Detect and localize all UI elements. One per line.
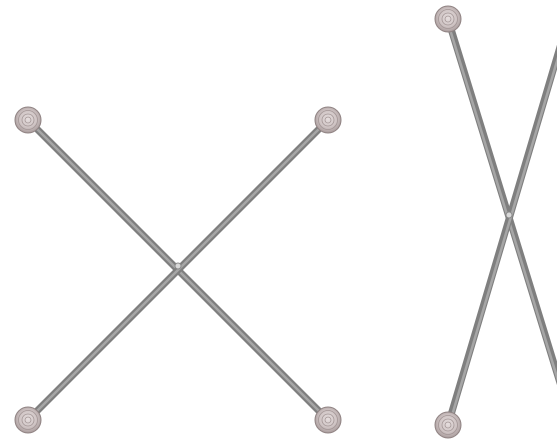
knob-right-bottom-left[interactable] xyxy=(435,412,461,438)
knob-right-top-left[interactable] xyxy=(435,6,461,32)
knob-left-bottom-right[interactable] xyxy=(315,407,341,433)
knob-left-top-left[interactable] xyxy=(15,107,41,133)
knob-left-bottom-left[interactable] xyxy=(15,407,41,433)
hinge-pin-right[interactable] xyxy=(506,212,512,218)
knob-left-top-right[interactable] xyxy=(315,107,341,133)
hinge-pin-left[interactable] xyxy=(175,263,181,269)
